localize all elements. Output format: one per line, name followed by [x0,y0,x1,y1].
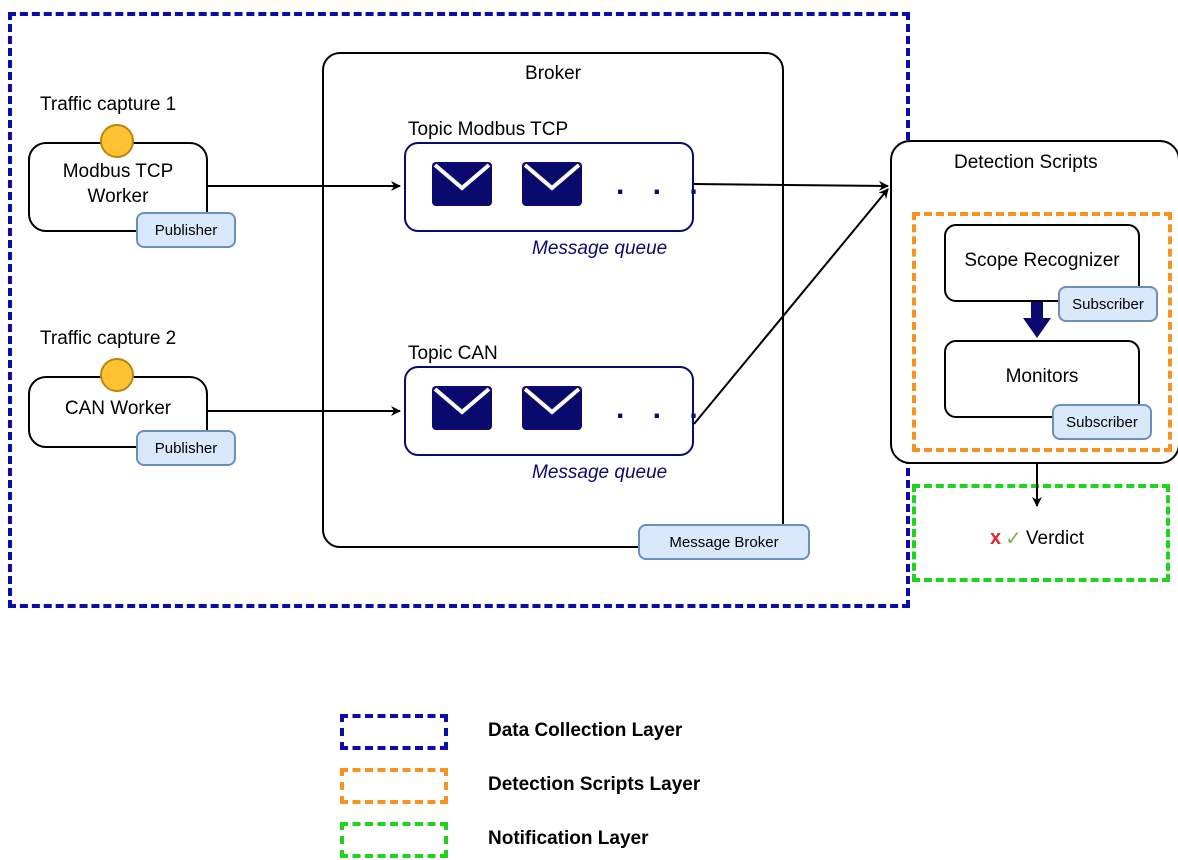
notification-layer [912,484,1170,582]
legend-label-data-collection: Data Collection Layer [488,720,683,741]
scope-recognizer-label: Scope Recognizer [964,250,1120,271]
verdict: x ✓ Verdict [990,526,1084,551]
legend-swatch-data-collection [340,714,448,750]
message-envelope-icon [522,162,582,206]
subscriber-tag-2[interactable]: Subscriber [1052,404,1152,440]
monitors-label: Monitors [1005,366,1079,387]
traffic-capture-1-icon [100,124,134,158]
topic-modbus-tcp-queue-label: Message queue [532,238,668,259]
traffic-capture-2-icon [100,358,134,392]
subscriber-tag-1[interactable]: Subscriber [1058,286,1158,322]
legend-swatch-notification [340,822,448,858]
detection-scripts-layer [912,212,1172,452]
message-envelope-icon [432,162,492,206]
fail-x-icon: x [990,527,1002,549]
message-envelope-icon [522,386,582,430]
topic-can-queue-label: Message queue [532,462,668,483]
pass-check-icon: ✓ [1005,528,1022,550]
topic-modbus-tcp-title: Topic Modbus TCP [408,119,569,140]
topic-can-title: Topic CAN [408,343,498,364]
modbus-tcp-worker-label: Modbus TCP Worker [62,161,174,207]
message-broker-tag[interactable]: Message Broker [638,524,810,560]
traffic-capture-2-label: Traffic capture 2 [40,328,177,349]
legend-swatch-detection-scripts [340,768,448,804]
more-messages-ellipsis: . . . [616,392,708,425]
legend-label-notification: Notification Layer [488,828,649,849]
traffic-capture-1-label: Traffic capture 1 [40,94,177,115]
more-messages-ellipsis: . . . [616,168,708,201]
message-envelope-icon [432,386,492,430]
verdict-label: Verdict [1025,527,1084,549]
detection-scripts-title: Detection Scripts [954,152,1098,173]
legend-label-detection-scripts: Detection Scripts Layer [488,774,701,795]
publisher-tag-1[interactable]: Publisher [136,212,236,248]
can-worker-label: CAN Worker [64,398,172,419]
publisher-tag-2[interactable]: Publisher [136,430,236,466]
broker-title: Broker [525,63,581,84]
